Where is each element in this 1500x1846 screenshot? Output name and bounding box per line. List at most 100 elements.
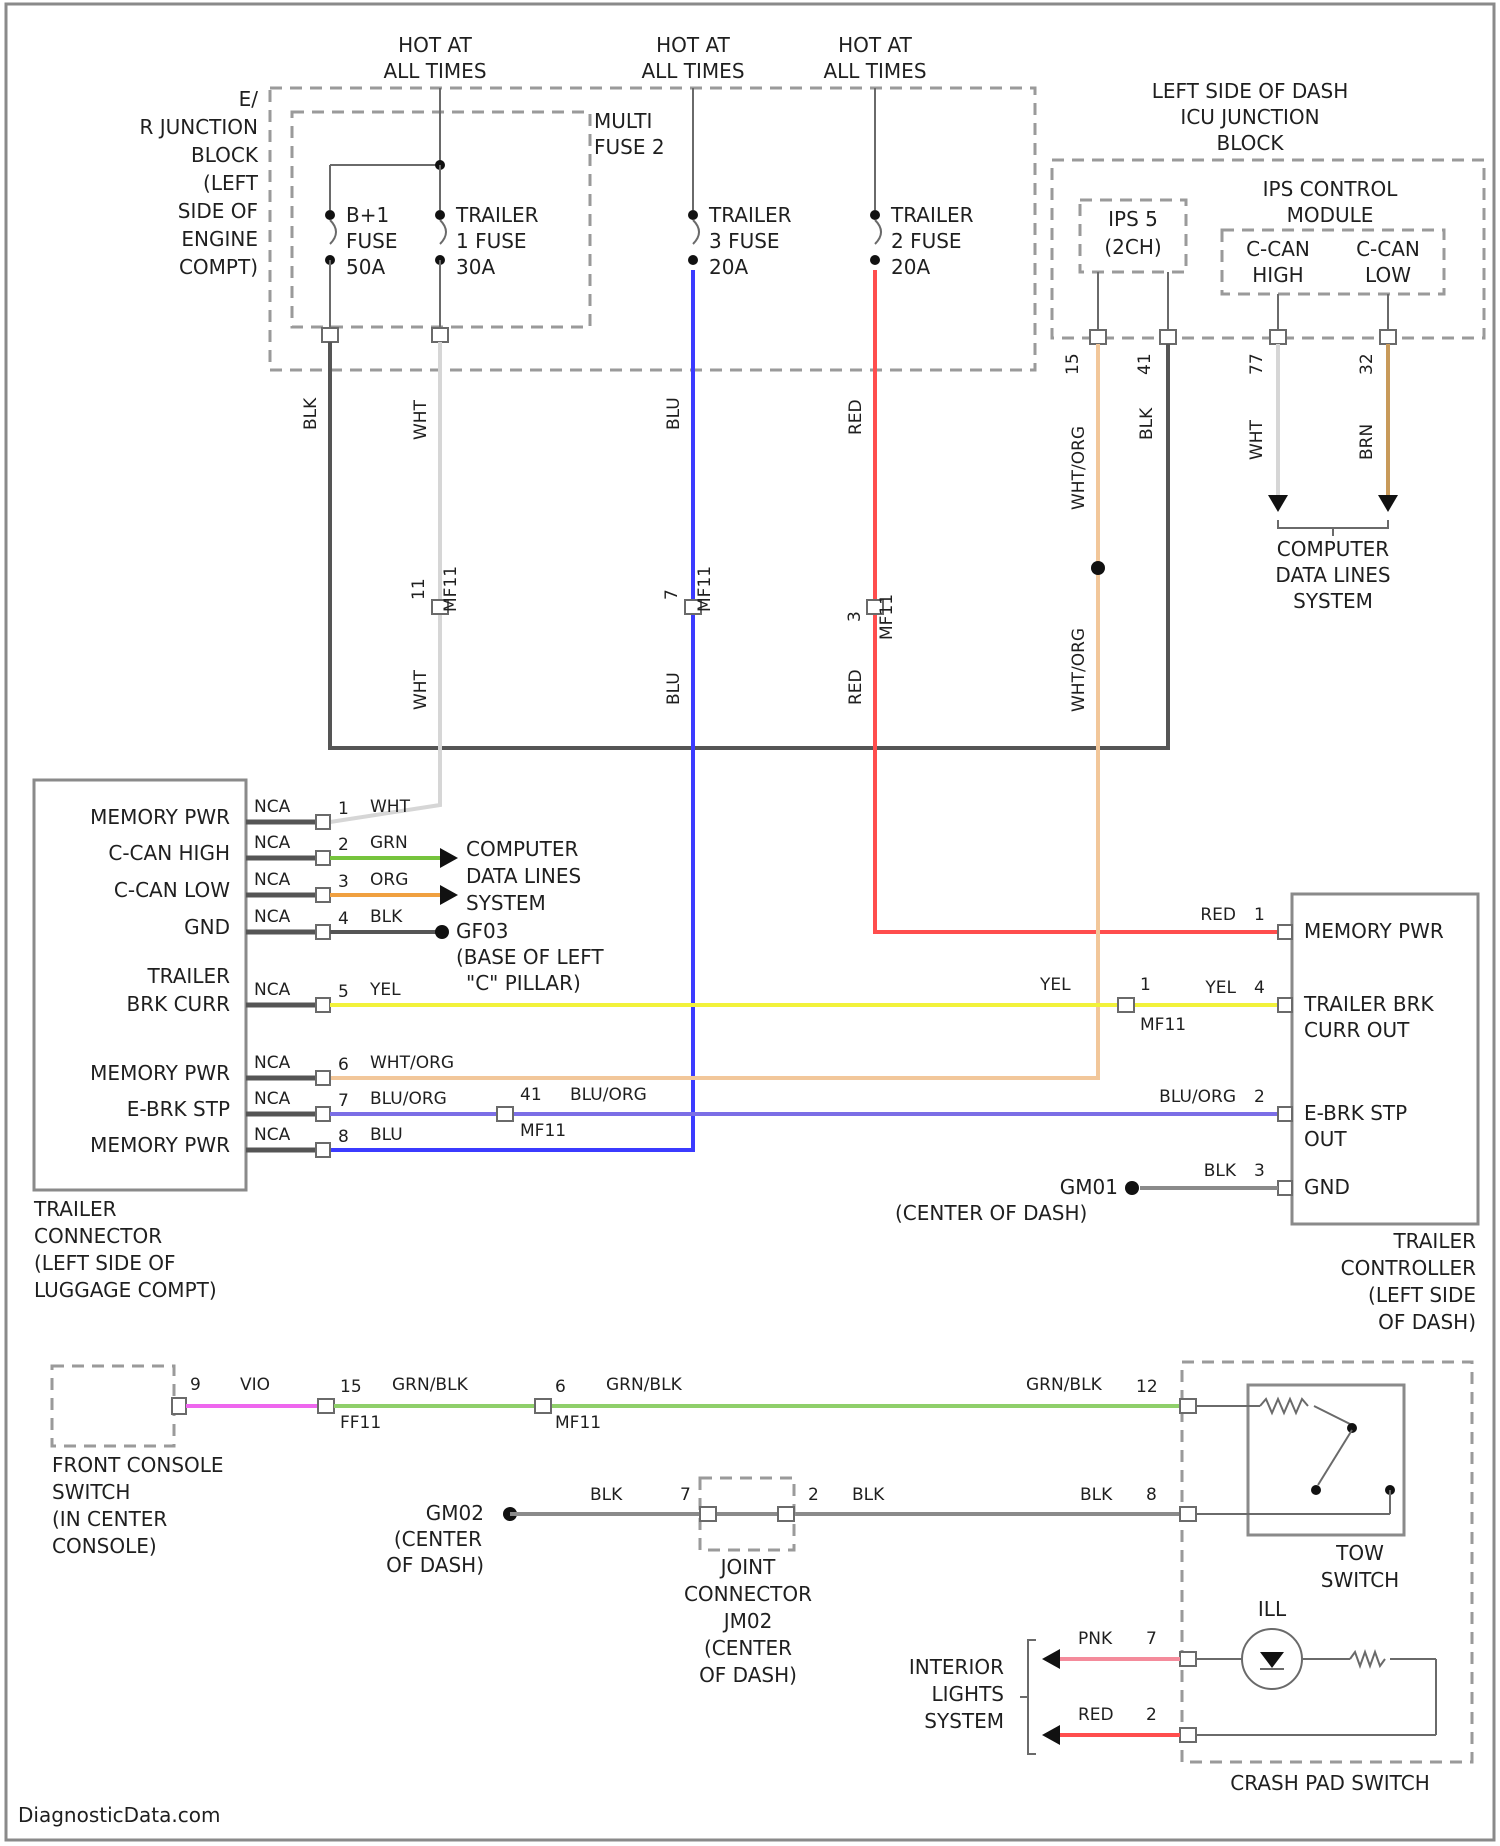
- front-console-label: FRONT CONSOLE SWITCH (IN CENTER CONSOLE): [52, 1453, 224, 1558]
- tc-pin-socket: [316, 1143, 330, 1157]
- pin-11: 11: [409, 578, 429, 600]
- label-blk-v2: BLK: [1137, 407, 1157, 440]
- illumination-lamp-icon: [1196, 1629, 1436, 1735]
- ccan-low-label: C-CAN LOW: [1356, 237, 1420, 287]
- tc-pin-wire: YEL: [369, 980, 401, 1000]
- svg-text:3 FUSE: 3 FUSE: [709, 229, 780, 253]
- label-pin6: 6: [555, 1377, 566, 1397]
- label-wht-v1: WHT: [411, 399, 431, 440]
- svg-text:(LEFT SIDE: (LEFT SIDE: [1368, 1283, 1476, 1307]
- tc-pin-nca: NCA: [254, 870, 291, 890]
- crash-pad-pin-2: [1180, 1728, 1196, 1742]
- svg-text:SYSTEM: SYSTEM: [466, 891, 546, 915]
- ctrl-pin-socket: [1278, 998, 1292, 1012]
- trailer-controller-label: TRAILER CONTROLLER (LEFT SIDE OF DASH): [1341, 1229, 1476, 1334]
- jb-connector-2: [432, 328, 448, 342]
- tc-pin-number: 2: [338, 835, 349, 855]
- svg-text:CONNECTOR: CONNECTOR: [34, 1224, 162, 1248]
- ctrl-pin-socket: [1278, 925, 1292, 939]
- tc-pin-number: 4: [338, 909, 349, 929]
- pin-3: 3: [845, 611, 865, 622]
- label-blu-v2: BLU: [664, 672, 684, 705]
- icu-connector-77: [1270, 330, 1286, 344]
- svg-text:FUSE 2: FUSE 2: [594, 135, 665, 159]
- tc-pin-socket: [316, 1107, 330, 1121]
- svg-text:SYSTEM: SYSTEM: [1293, 589, 1373, 613]
- svg-text:ALL TIMES: ALL TIMES: [823, 59, 926, 83]
- svg-text:ALL TIMES: ALL TIMES: [641, 59, 744, 83]
- tc-pin-name: TRAILER: [146, 964, 230, 988]
- arrow-org: [440, 885, 458, 905]
- label-wht-v2: WHT: [411, 669, 431, 710]
- svg-text:CONNECTOR: CONNECTOR: [684, 1582, 812, 1606]
- label-blk1: BLK: [590, 1485, 623, 1505]
- label-blk-v: BLK: [301, 397, 321, 430]
- tc-pin-wire: WHT: [370, 797, 411, 817]
- data-lines-arrow-2: [1378, 495, 1398, 512]
- tc-pin-name-2: BRK CURR: [127, 992, 231, 1016]
- ff11-conn: [318, 1399, 334, 1413]
- front-console-pin: [172, 1398, 186, 1414]
- svg-text:B+1: B+1: [346, 203, 389, 227]
- svg-text:32: 32: [1357, 353, 1377, 375]
- svg-text:HOT AT: HOT AT: [656, 33, 730, 57]
- svg-text:(LEFT SIDE OF: (LEFT SIDE OF: [34, 1251, 176, 1275]
- label-whtorg-v1: WHT/ORG: [1069, 426, 1089, 510]
- tc-pin-wire: BLK: [370, 907, 403, 927]
- svg-text:(BASE OF LEFT: (BASE OF LEFT: [456, 945, 604, 969]
- svg-text:41: 41: [1135, 353, 1155, 375]
- label-grnblk3: GRN/BLK: [1026, 1375, 1103, 1395]
- svg-text:TRAILER: TRAILER: [455, 203, 539, 227]
- tc-pin-socket: [316, 998, 330, 1012]
- svg-text:COMPUTER: COMPUTER: [466, 837, 579, 861]
- label-ff11: FF11: [340, 1413, 381, 1433]
- label-mf11-yel: MF11: [1140, 1015, 1186, 1035]
- svg-text:TRAILER: TRAILER: [1392, 1229, 1476, 1253]
- svg-text:COMPT): COMPT): [179, 255, 258, 279]
- tc-pin-nca: NCA: [254, 1089, 291, 1109]
- ground-gm02-label: GM02 (CENTER OF DASH): [386, 1501, 484, 1577]
- ctrl-pin-number: 3: [1254, 1161, 1265, 1181]
- svg-text:(IN CENTER: (IN CENTER: [52, 1507, 167, 1531]
- label-pin12: 12: [1136, 1377, 1158, 1397]
- svg-text:JM02: JM02: [722, 1609, 773, 1633]
- mf11-conn-yel: [1118, 998, 1134, 1012]
- svg-text:LEFT SIDE OF DASH: LEFT SIDE OF DASH: [1152, 79, 1349, 103]
- svg-text:LIGHTS: LIGHTS: [932, 1682, 1005, 1706]
- tc-pin-nca: NCA: [254, 833, 291, 853]
- joint-connector-label: JOINT CONNECTOR JM02 (CENTER OF DASH): [684, 1555, 812, 1687]
- wire-blu: [330, 270, 693, 1150]
- crash-pad-pin-7: [1180, 1652, 1196, 1666]
- svg-text:C-CAN: C-CAN: [1356, 237, 1420, 261]
- label-blk3: BLK: [1080, 1485, 1113, 1505]
- ctrl-pin-name: MEMORY PWR: [1304, 919, 1444, 943]
- ctrl-pin-number: 2: [1254, 1087, 1265, 1107]
- tow-switch-icon: [1196, 1399, 1395, 1514]
- tc-pin-wire: BLU: [370, 1125, 403, 1145]
- interior-lights-brace: [1020, 1640, 1036, 1754]
- tc-pin-name: MEMORY PWR: [90, 805, 230, 829]
- tc-pin-nca: NCA: [254, 907, 291, 927]
- interior-lights-label: INTERIOR LIGHTS SYSTEM: [909, 1655, 1004, 1733]
- label-pin2-bottom: 2: [808, 1485, 819, 1505]
- tc-pin-socket: [316, 1071, 330, 1085]
- svg-text:(CENTER: (CENTER: [394, 1527, 482, 1551]
- joint-pin-2: [778, 1507, 794, 1521]
- ctrl-pin-number: 4: [1254, 978, 1265, 998]
- ctrl-pin-name: TRAILER BRK: [1303, 992, 1435, 1016]
- tc-pin-socket: [316, 925, 330, 939]
- svg-text:SWITCH: SWITCH: [1321, 1568, 1399, 1592]
- icu-connector-32: [1380, 330, 1396, 344]
- fuse-trailer-3: TRAILER 3 FUSE 20A: [688, 203, 792, 279]
- label-pin9: 9: [190, 1375, 201, 1395]
- svg-text:15: 15: [1063, 353, 1083, 375]
- tc-pin-wire: GRN: [370, 833, 408, 853]
- label-yel-mid: YEL: [1039, 975, 1071, 995]
- svg-text:77: 77: [1247, 353, 1267, 375]
- label-mf11-bottom: MF11: [555, 1413, 601, 1433]
- ips5-label: IPS 5 (2CH): [1104, 207, 1161, 259]
- svg-text:BLOCK: BLOCK: [191, 143, 259, 167]
- label-blu-v1: BLU: [664, 397, 684, 430]
- pin-7: 7: [662, 589, 682, 600]
- svg-text:FRONT CONSOLE: FRONT CONSOLE: [52, 1453, 224, 1477]
